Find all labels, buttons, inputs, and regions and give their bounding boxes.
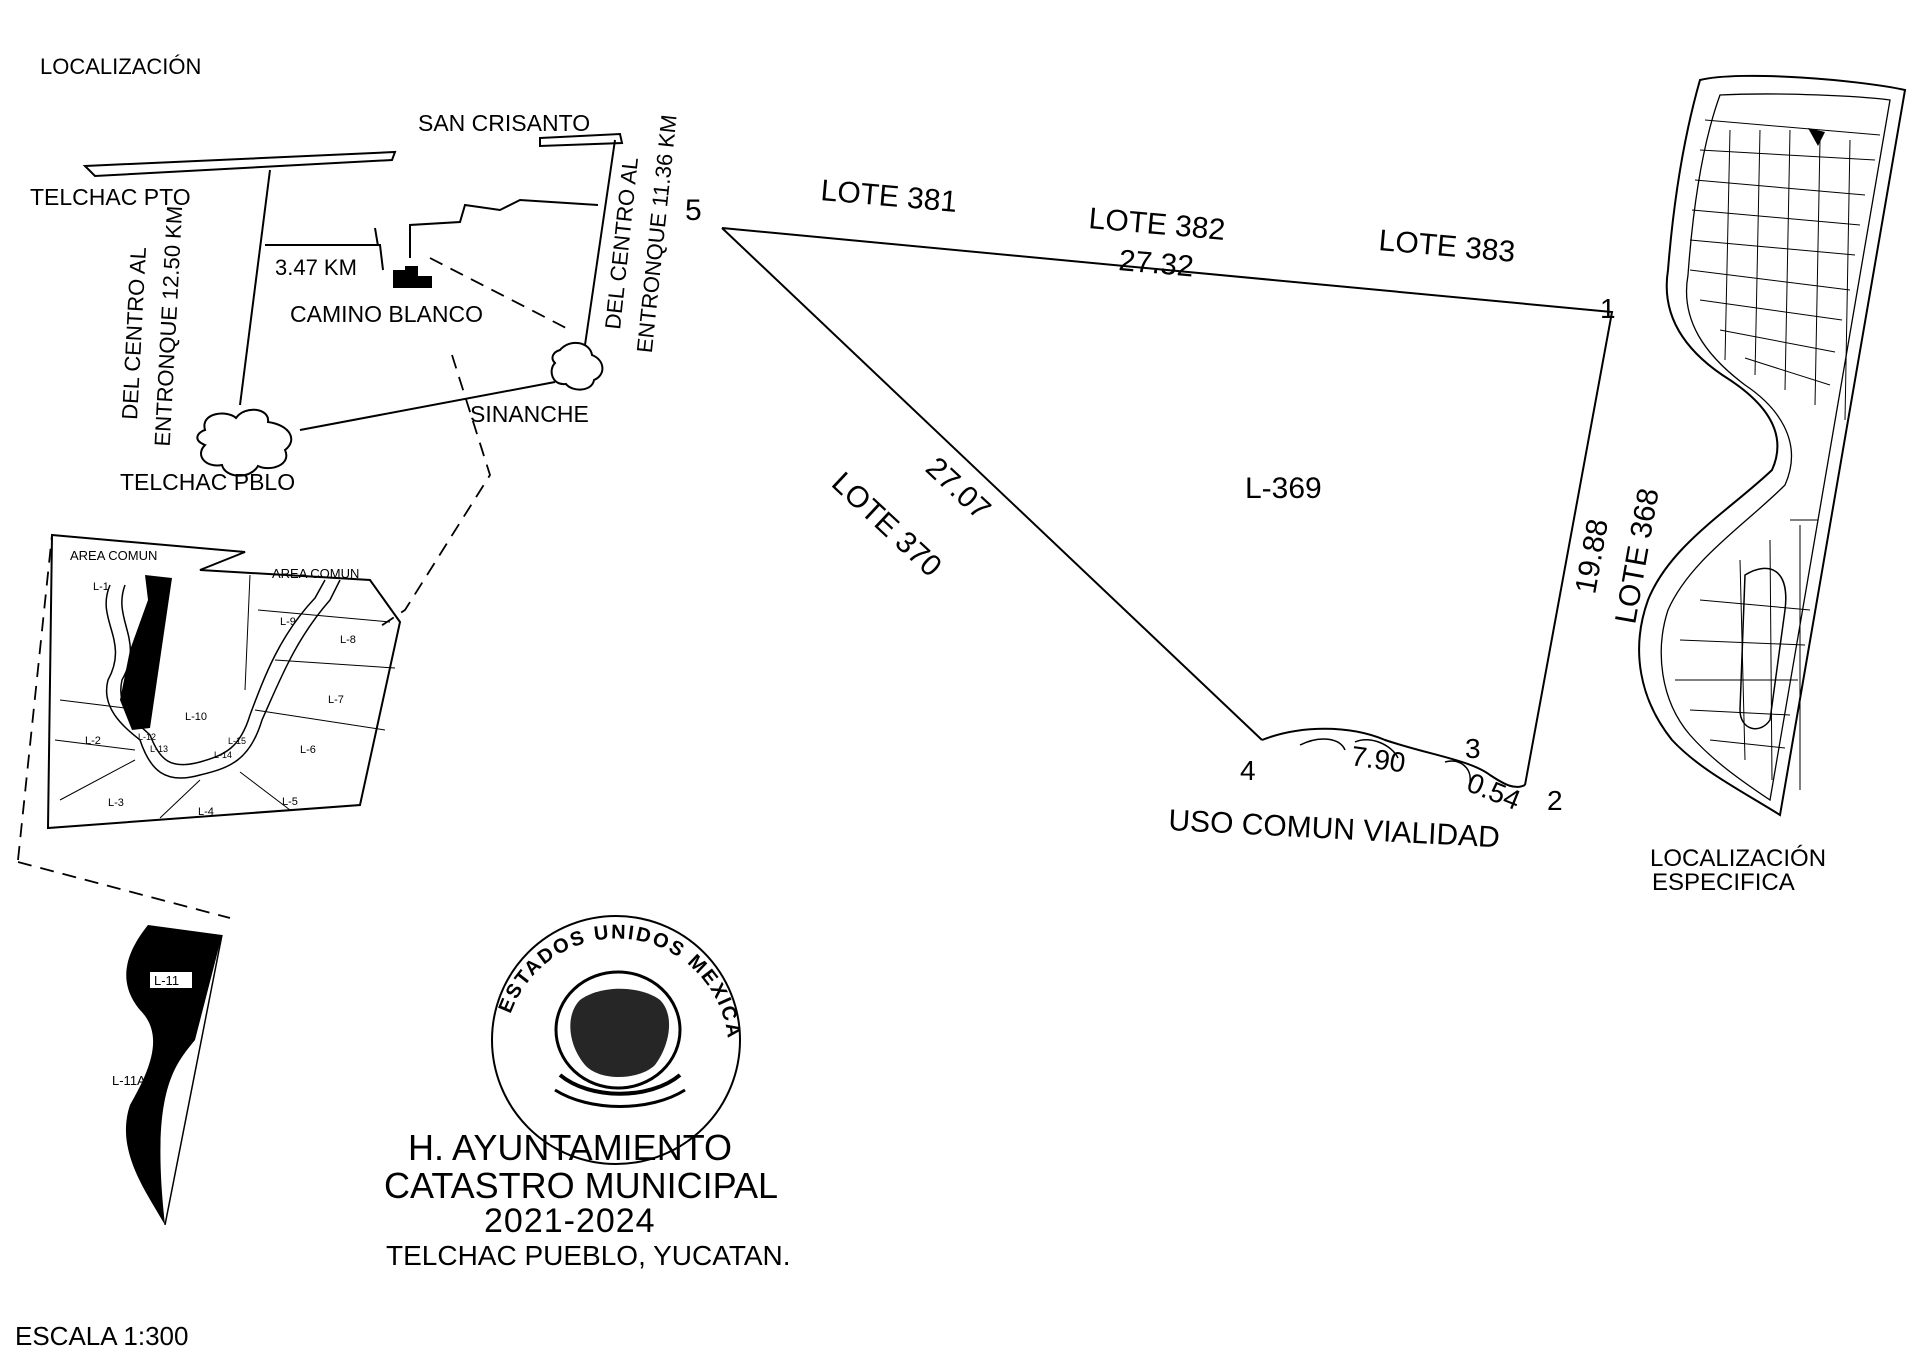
lot-label: L-14 — [214, 750, 232, 760]
lot-dividers — [54, 574, 396, 819]
seal-ring — [491, 915, 741, 1165]
specific-location-line1: LOCALIZACIÓN — [1650, 845, 1826, 872]
lot-label: L-6 — [300, 744, 316, 756]
road-west-line2: ENTRONQUE 12.50 KM — [150, 205, 188, 447]
road-west — [239, 169, 271, 406]
lot-label: L-10 — [185, 711, 207, 723]
vertex-2: 2 — [1547, 785, 1563, 816]
lot-label: L-9 — [280, 616, 296, 628]
connector-zoom-3 — [17, 861, 231, 919]
strip-lot — [125, 925, 222, 1225]
strip-label-top: L-11 — [154, 973, 179, 988]
strip-detail: L-11 L-11A — [112, 925, 223, 1226]
parcel-boundary-5-1-2 — [721, 227, 1614, 786]
adjacent-road: USO COMUN VIALIDAD — [1168, 804, 1501, 854]
lot-label: L-8 — [340, 634, 356, 646]
lot-label: L-13 — [150, 744, 168, 754]
development-park — [1739, 567, 1787, 730]
lot-label: L-1 — [93, 581, 109, 593]
development-lot-rows — [1675, 119, 1881, 749]
adjacent-lote-381: LOTE 381 — [819, 174, 958, 219]
road-north — [409, 198, 599, 258]
stamp-line1: H. AYUNTAMIENTO — [408, 1127, 732, 1168]
parcel-polygon: 5 1 2 3 4 L-369 LOTE 381 LOTE 382 27.32 … — [685, 174, 1666, 854]
highlighted-lot — [120, 575, 172, 730]
label-camino-blanco: CAMINO BLANCO — [290, 301, 483, 327]
lot-label: L-3 — [108, 797, 124, 809]
road-tick — [374, 227, 379, 247]
telchac-pueblo-town — [196, 408, 293, 477]
locator-title: LOCALIZACIÓN — [40, 54, 201, 79]
side-4-5-length: 27.07 — [919, 451, 996, 526]
locator-map: LOCALIZACIÓN SAN CRISANTO TELCHAC PTO 3.… — [30, 54, 682, 495]
internal-road — [105, 579, 341, 779]
label-telchac-pto: TELCHAC PTO — [30, 184, 191, 210]
road-east-label: DEL CENTRO AL ENTRONQUE 11.36 KM — [600, 113, 682, 354]
label-distance: 3.47 KM — [275, 255, 357, 280]
lot-label: L-7 — [328, 694, 344, 706]
coastline-east — [539, 132, 624, 148]
vertex-3: 3 — [1465, 733, 1481, 764]
specific-location-map: LOCALIZACIÓN ESPECIFICA — [1638, 74, 1907, 896]
lot-label: L-12 — [138, 732, 156, 742]
road-south — [299, 381, 556, 431]
side-5-1-length: 27.32 — [1117, 244, 1195, 283]
area-comun-2: AREA COMUN — [272, 566, 359, 581]
location-marker-icon — [1808, 128, 1825, 146]
scale-label: ESCALA 1:300 — [15, 1321, 188, 1350]
adjacent-lote-368: LOTE 368 — [1609, 486, 1665, 626]
label-telchac-pblo: TELCHAC PBLO — [120, 469, 295, 495]
adjacent-lote-382: LOTE 382 — [1087, 202, 1226, 247]
development-outline — [1638, 74, 1907, 817]
internal-road-inner — [120, 579, 326, 766]
parcel-boundary-curve — [1261, 727, 1526, 788]
development-lot-columns — [1724, 129, 1851, 790]
strip-edge — [164, 934, 223, 1226]
subdivision-outline — [46, 533, 402, 830]
road-west-label: DEL CENTRO AL ENTRONQUE 12.50 KM — [117, 205, 188, 447]
lot-label: L-5 — [282, 796, 298, 808]
adjacent-lote-383: LOTE 383 — [1377, 224, 1516, 269]
development-inner-outline — [1660, 93, 1891, 802]
coastline — [82, 150, 397, 178]
eagle-emblem-icon — [554, 970, 686, 1108]
label-sinanche: SINANCHE — [470, 401, 589, 427]
strip-label-bg — [150, 972, 192, 988]
stamp-line4: TELCHAC PUEBLO, YUCATAN. — [386, 1240, 791, 1271]
stamp-line2: CATASTRO MUNICIPAL — [384, 1165, 778, 1206]
connector-zoom-1 — [374, 354, 491, 631]
subdivision-detail: AREA COMUN AREA COMUN L-1 L-2 L-3 L-4 L-… — [46, 533, 402, 830]
vertex-1: 1 — [1600, 293, 1616, 324]
parcel-boundary-4-5 — [721, 227, 1263, 741]
specific-location-line2: ESPECIFICA — [1652, 869, 1795, 896]
side-2-3-length: 0.54 — [1463, 767, 1525, 816]
side-3-4-length: 7.90 — [1349, 740, 1407, 778]
curve-arcs — [1299, 738, 1471, 783]
road-camino — [265, 244, 384, 271]
lot-label: L-2 — [85, 735, 101, 747]
area-comun-1: AREA COMUN — [70, 548, 157, 563]
vertex-5: 5 — [685, 194, 702, 227]
connector-zoom-2 — [17, 534, 53, 861]
side-1-2-length: 19.88 — [1569, 517, 1615, 597]
road-east-line2: ENTRONQUE 11.36 KM — [632, 113, 682, 354]
seal-text: ESTADOS UNIDOS MEXICANOS — [0, 0, 745, 1041]
dashed-track — [429, 257, 571, 331]
property-marker-icon — [393, 266, 432, 288]
road-east — [584, 139, 616, 346]
lot-id: L-369 — [1245, 472, 1322, 505]
road-west-line1: DEL CENTRO AL — [117, 246, 151, 420]
sinanche-town — [550, 341, 604, 391]
strip-label-mid: L-11A — [112, 1073, 146, 1088]
label-san-crisanto: SAN CRISANTO — [418, 110, 590, 136]
lot-label: L-4 — [198, 806, 214, 818]
stamp-line3: 2021-2024 — [484, 1202, 656, 1240]
vertex-4: 4 — [1240, 755, 1256, 786]
lot-label: L-15 — [228, 736, 246, 746]
